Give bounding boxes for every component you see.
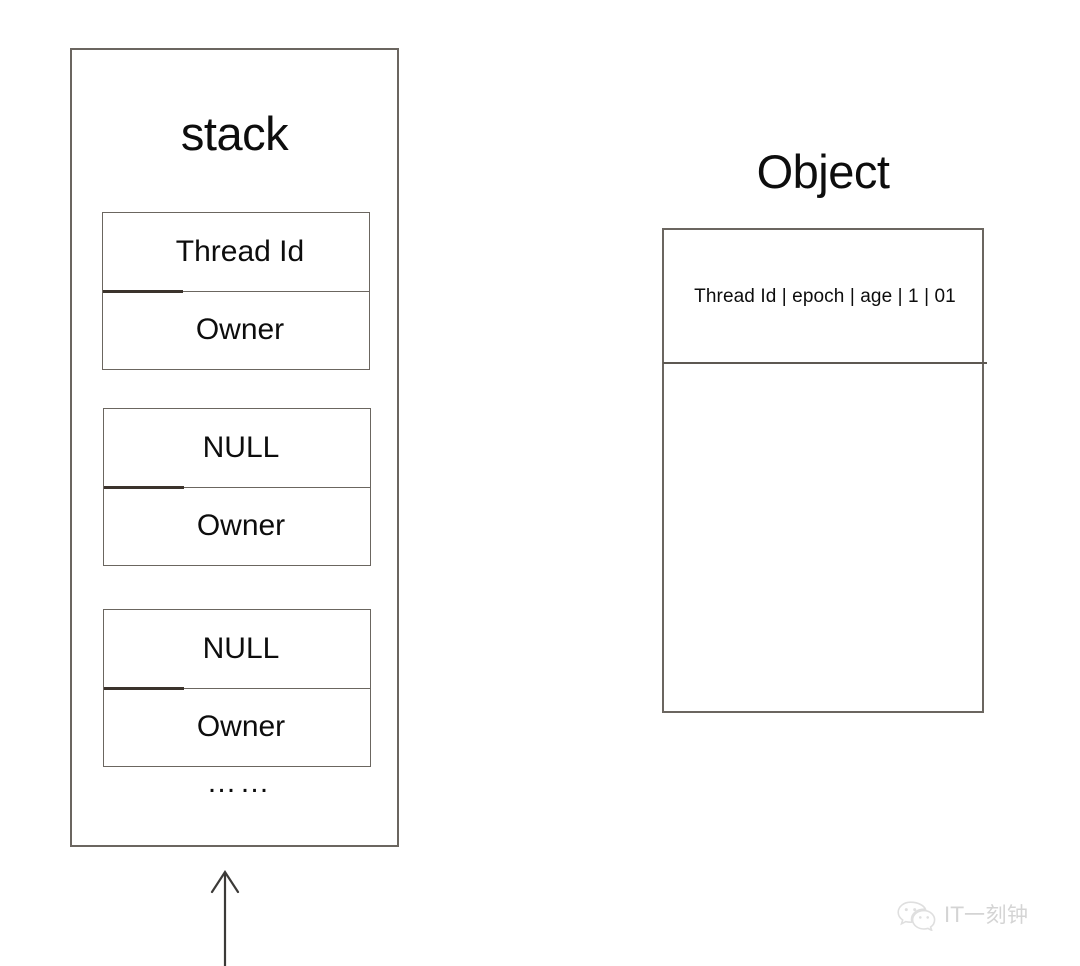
stack-frame-bottom-row: Owner	[104, 688, 370, 766]
stack-frame: NULL Owner	[103, 609, 371, 767]
stack-frame-divider	[103, 290, 369, 294]
stack-frame-bottom-label: Owner	[195, 313, 285, 346]
object-header-row: Thread Id | epoch | age | 1 | 01	[664, 230, 982, 362]
stack-frame-top-label: NULL	[202, 431, 280, 464]
object-divider	[663, 362, 987, 364]
stack-frame-top-row: Thread Id	[103, 213, 369, 291]
stack-frame-top-row: NULL	[104, 409, 370, 487]
stack-frame-bottom-label: Owner	[196, 710, 286, 743]
stack-frame-divider	[104, 687, 370, 691]
stack-frame-bottom-row: Owner	[103, 291, 369, 369]
stack-frame: NULL Owner	[103, 408, 371, 566]
stack-frame: Thread Id Owner	[102, 212, 370, 370]
stack-frame-top-row: NULL	[104, 610, 370, 688]
stack-frame-bottom-label: Owner	[196, 509, 286, 542]
stack-frame-top-label: NULL	[202, 632, 280, 665]
stack-frame-divider	[104, 486, 370, 490]
stack-frame-top-label: Thread Id	[175, 235, 305, 268]
stack-frame-bottom-row: Owner	[104, 487, 370, 565]
object-title: Object	[756, 145, 890, 198]
stack-pointer-arrow-icon	[210, 869, 240, 966]
watermark-label: IT一刻钟	[944, 902, 1029, 927]
stack-title: stack	[180, 107, 289, 160]
stack-panel: stack Thread Id Owner NULL Owner NULL	[70, 48, 399, 847]
wechat-icon	[897, 901, 936, 931]
object-box: Thread Id | epoch | age | 1 | 01	[662, 228, 987, 713]
stack-ellipsis: ……	[206, 766, 273, 799]
object-body-row	[664, 364, 982, 711]
watermark: IT一刻钟	[896, 899, 1029, 931]
object-mark-word-text: Thread Id | epoch | age | 1 | 01	[694, 285, 956, 307]
